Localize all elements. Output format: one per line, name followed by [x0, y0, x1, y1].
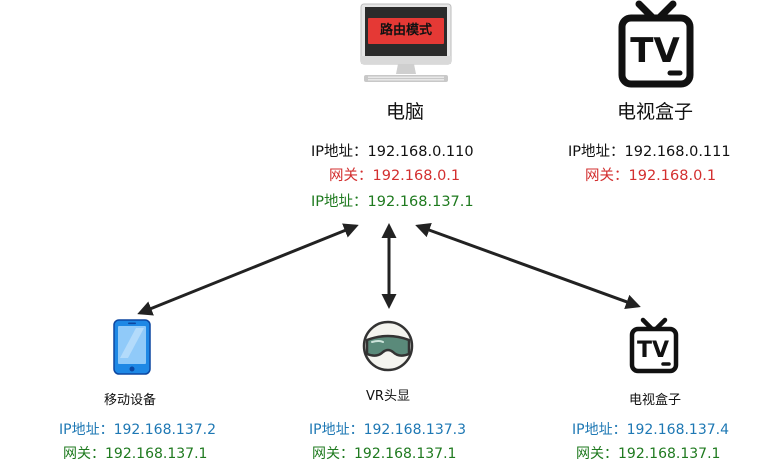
tvbox-top-gateway-row: 网关：192.168.0.1 — [585, 165, 716, 187]
computer-ip2-value: 192.168.137.1 — [367, 194, 474, 210]
routing-mode-label: 路由模式 — [368, 18, 444, 44]
computer-ip1-value: 192.168.0.110 — [367, 144, 474, 160]
computer-ip2-row: IP地址：192.168.137.1 — [311, 191, 474, 213]
tvbox-top-gateway-label: 网关： — [585, 168, 629, 184]
computer-gateway-row: 网关：192.168.0.1 — [329, 165, 460, 187]
vr-ip-row: IP地址：192.168.137.3 — [309, 419, 466, 441]
computer-ip1-row: IP地址：192.168.0.110 — [311, 141, 474, 163]
tv-icon-small-text: TV — [637, 338, 669, 363]
vr-ip-label: IP地址： — [309, 422, 364, 438]
mobile-name: 移动设备 — [103, 393, 156, 408]
mobile-ip-row: IP地址：192.168.137.2 — [59, 419, 216, 441]
mobile-gateway-label: 网关： — [63, 446, 105, 462]
tvbox-bottom-ip-value: 192.168.137.4 — [626, 422, 730, 438]
mobile-ip-label: IP地址： — [59, 422, 114, 438]
vr-name: VR头显 — [366, 389, 410, 404]
computer-gateway-value: 192.168.0.1 — [372, 168, 461, 184]
mobile-gateway-value: 192.168.137.1 — [105, 446, 208, 462]
tv-icon-large-text: TV — [630, 31, 680, 71]
tvbox-top-ip-row: IP地址：192.168.0.111 — [568, 141, 731, 163]
computer-ip2-label: IP地址： — [311, 194, 368, 210]
tvbox-bottom-ip-label: IP地址： — [572, 422, 627, 438]
mobile-ip-value: 192.168.137.2 — [113, 422, 217, 438]
computer-gateway-label: 网关： — [329, 168, 373, 184]
vr-gateway-value: 192.168.137.1 — [354, 446, 457, 462]
vr-gateway-row: 网关：192.168.137.1 — [312, 443, 456, 465]
tvbox-bottom-ip-row: IP地址：192.168.137.4 — [572, 419, 729, 441]
tvbox-bottom-gateway-label: 网关： — [576, 446, 618, 462]
tvbox-bottom-gateway-value: 192.168.137.1 — [618, 446, 721, 462]
arrow-computer-mobile — [137, 223, 359, 316]
tvbox-top-ip-label: IP地址： — [568, 144, 625, 160]
tvbox-bottom-gateway-row: 网关：192.168.137.1 — [576, 443, 720, 465]
arrow-computer-tvbox — [415, 223, 641, 309]
tvbox-top-ip-value: 192.168.0.111 — [624, 144, 731, 160]
vr-headset-icon — [362, 320, 414, 372]
phone-icon — [113, 319, 151, 375]
tv-icon-large: TV — [618, 0, 694, 88]
mobile-gateway-row: 网关：192.168.137.1 — [63, 443, 207, 465]
tvbox-top-name: 电视盒子 — [616, 101, 693, 123]
computer-name: 电脑 — [385, 101, 424, 123]
tv-icon-small: TV — [629, 317, 679, 374]
tvbox-top-gateway-value: 192.168.0.1 — [628, 168, 717, 184]
computer-ip1-label: IP地址： — [311, 144, 368, 160]
vr-gateway-label: 网关： — [312, 446, 354, 462]
vr-ip-value: 192.168.137.3 — [363, 422, 467, 438]
tvbox-bottom-name: 电视盒子 — [628, 393, 681, 408]
